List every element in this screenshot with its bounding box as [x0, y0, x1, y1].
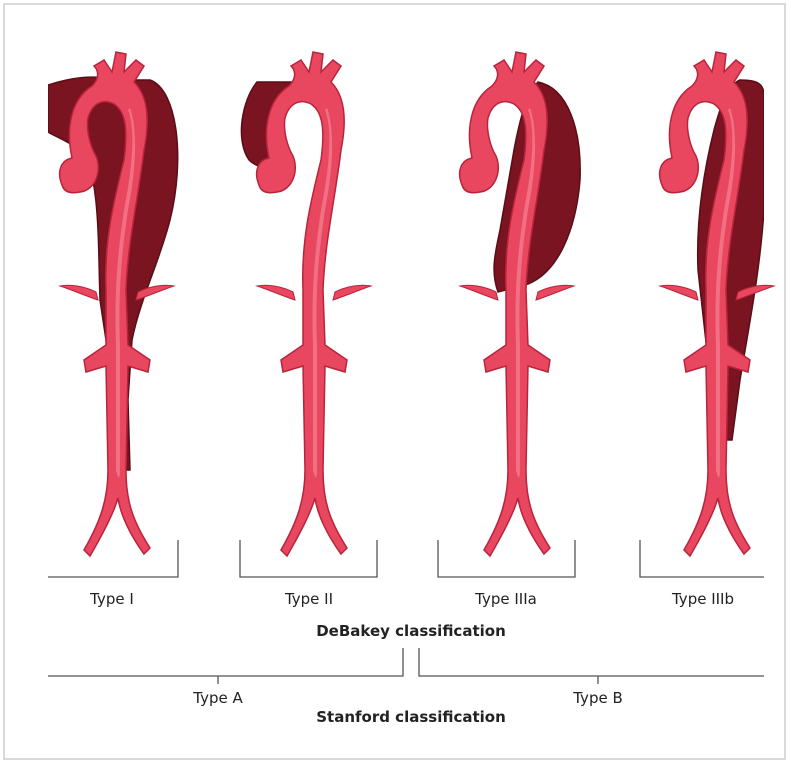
- renal-branch-left-type-i: [60, 285, 98, 300]
- label-type-ii: Type II: [284, 590, 333, 608]
- stanford-brackets: [48, 648, 764, 684]
- debakey-brackets: [48, 540, 764, 577]
- aorta-body-type-iiia: [460, 52, 550, 556]
- bracket-type-iiia: [438, 540, 575, 577]
- aorta-body-type-ii: [257, 52, 347, 556]
- label-type-b: Type B: [572, 689, 623, 707]
- debakey-title: DeBakey classification: [316, 622, 506, 640]
- label-type-a: Type A: [192, 689, 243, 707]
- bracket-type-a: [48, 648, 403, 676]
- label-type-iiia: Type IIIa: [474, 590, 537, 608]
- renal-branch-right-type-iiia: [536, 285, 574, 300]
- bracket-type-i: [48, 540, 178, 577]
- bracket-type-ii: [240, 540, 377, 577]
- renal-branch-left-type-iiib: [660, 285, 698, 300]
- renal-branch-left-type-iiia: [460, 285, 498, 300]
- true-lumen-type-ii: [257, 52, 371, 556]
- renal-branch-right-type-ii: [333, 285, 371, 300]
- bracket-type-b: [419, 648, 764, 676]
- renal-branch-left-type-ii: [257, 285, 295, 300]
- label-type-iiib: Type IIIb: [671, 590, 734, 608]
- stanford-title: Stanford classification: [316, 708, 506, 726]
- label-type-i: Type I: [89, 590, 134, 608]
